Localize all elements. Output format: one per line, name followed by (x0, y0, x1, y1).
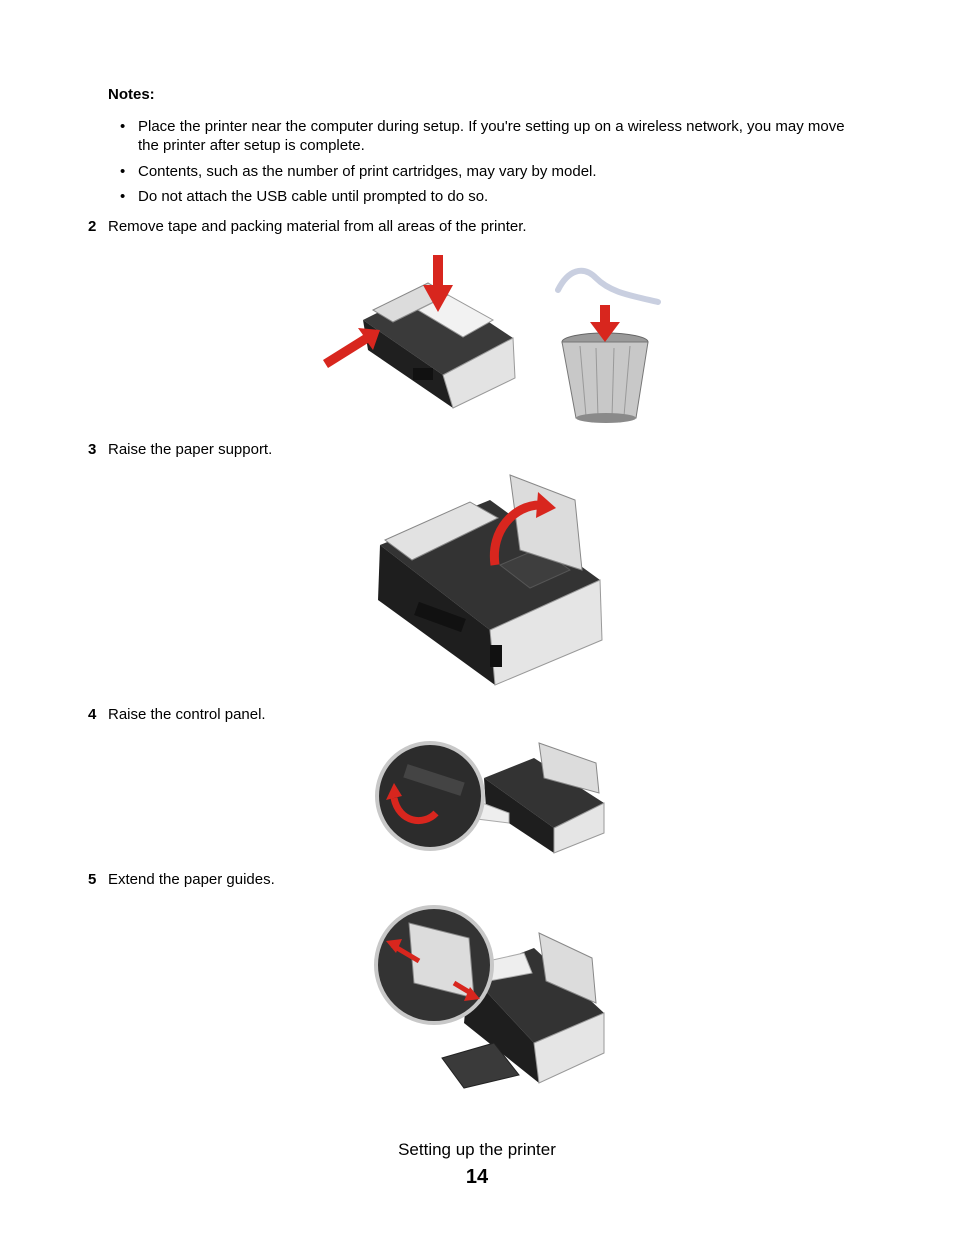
step-text: Raise the paper support. (108, 441, 273, 458)
extend-paper-guides-illustration (374, 905, 605, 1089)
note-text: Place the printer near the computer duri… (138, 118, 845, 135)
page-number: 14 (465, 1166, 489, 1188)
step-number: 3 (88, 441, 97, 458)
bullet-icon: • (120, 188, 126, 205)
packing-tape-icon (555, 267, 661, 305)
step-text: Remove tape and packing material from al… (108, 218, 527, 235)
note-text: Do not attach the USB cable until prompt… (138, 188, 489, 205)
printer-illustration (363, 282, 516, 409)
red-arrow-icon (323, 255, 453, 368)
raise-paper-support-illustration (378, 474, 603, 686)
curved-red-arrow-icon (386, 783, 439, 824)
note-text: Contents, such as the number of print ca… (138, 163, 597, 180)
remove-packing-illustration (323, 255, 661, 423)
note-text: the printer after setup is complete. (138, 137, 365, 154)
step-number: 5 (88, 871, 97, 888)
step-text: Extend the paper guides. (108, 871, 275, 888)
zoom-callout-icon (375, 741, 485, 851)
curved-red-arrow-icon (489, 492, 556, 566)
step-number: 4 (88, 706, 97, 723)
printer-illustration (484, 742, 605, 854)
double-red-arrow-icon (386, 939, 480, 1001)
step-number: 2 (88, 218, 97, 235)
notes-heading: Notes: (108, 86, 155, 103)
raise-control-panel-illustration (375, 741, 605, 854)
paper-support-illustration (509, 474, 583, 571)
bullet-icon: • (120, 118, 126, 135)
bullet-icon: • (120, 163, 126, 180)
trash-can-icon (561, 332, 649, 423)
zoom-callout-icon (374, 905, 494, 1025)
step-text: Raise the control panel. (108, 706, 266, 723)
red-arrow-icon (590, 305, 620, 342)
section-title: Setting up the printer (398, 1140, 556, 1159)
